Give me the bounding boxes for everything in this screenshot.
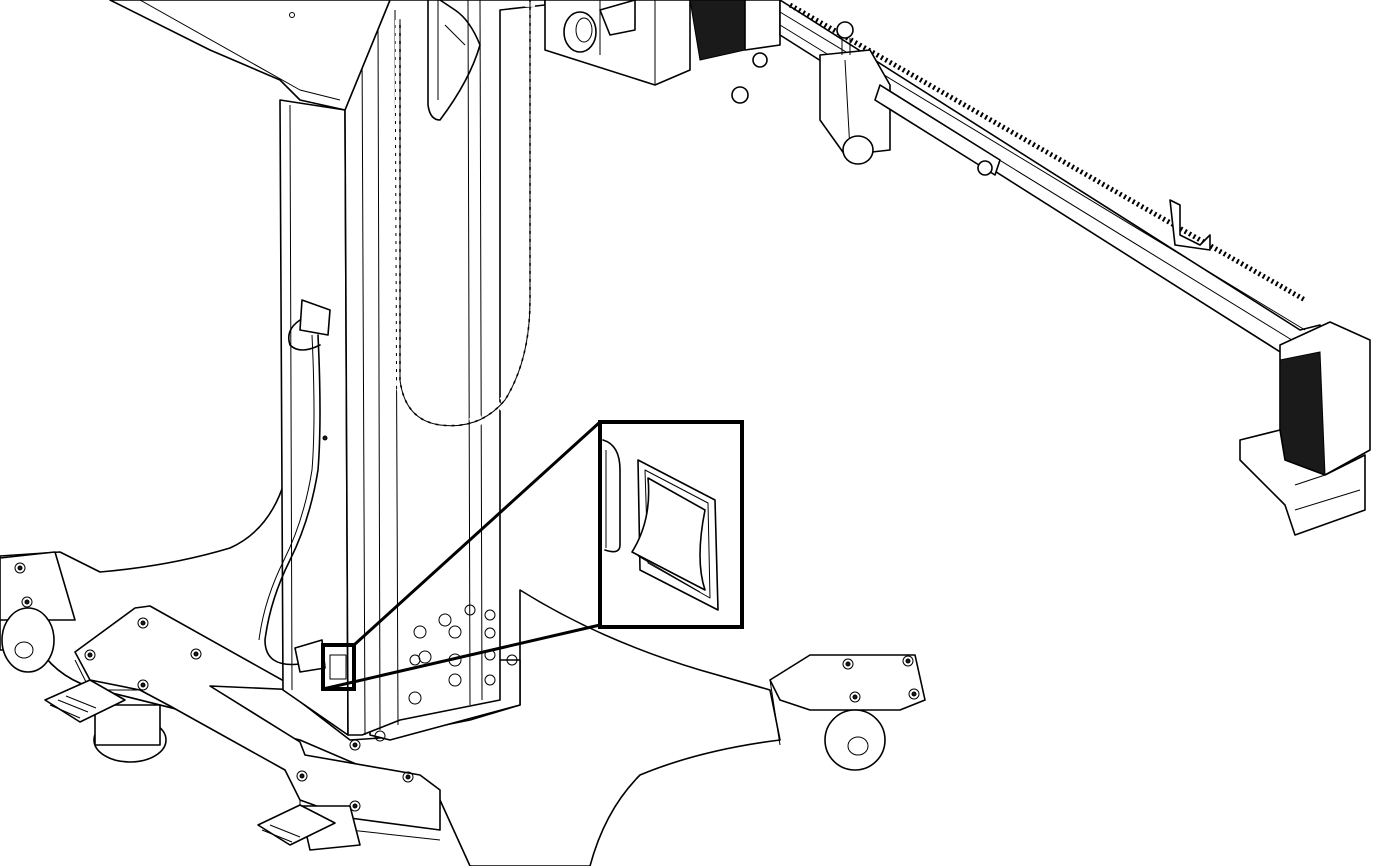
callout-leader-lines bbox=[322, 420, 602, 691]
bolt-holes bbox=[14, 562, 920, 812]
inset-switch-closeup bbox=[598, 420, 744, 629]
caster-wheels bbox=[1, 607, 886, 851]
cable-hook bbox=[258, 299, 331, 666]
power-switch-highlight bbox=[321, 643, 356, 691]
column-bolts bbox=[408, 604, 496, 705]
horizontal-arm bbox=[544, 0, 1371, 536]
caster-base bbox=[0, 479, 926, 866]
cable-chain bbox=[395, 0, 535, 431]
